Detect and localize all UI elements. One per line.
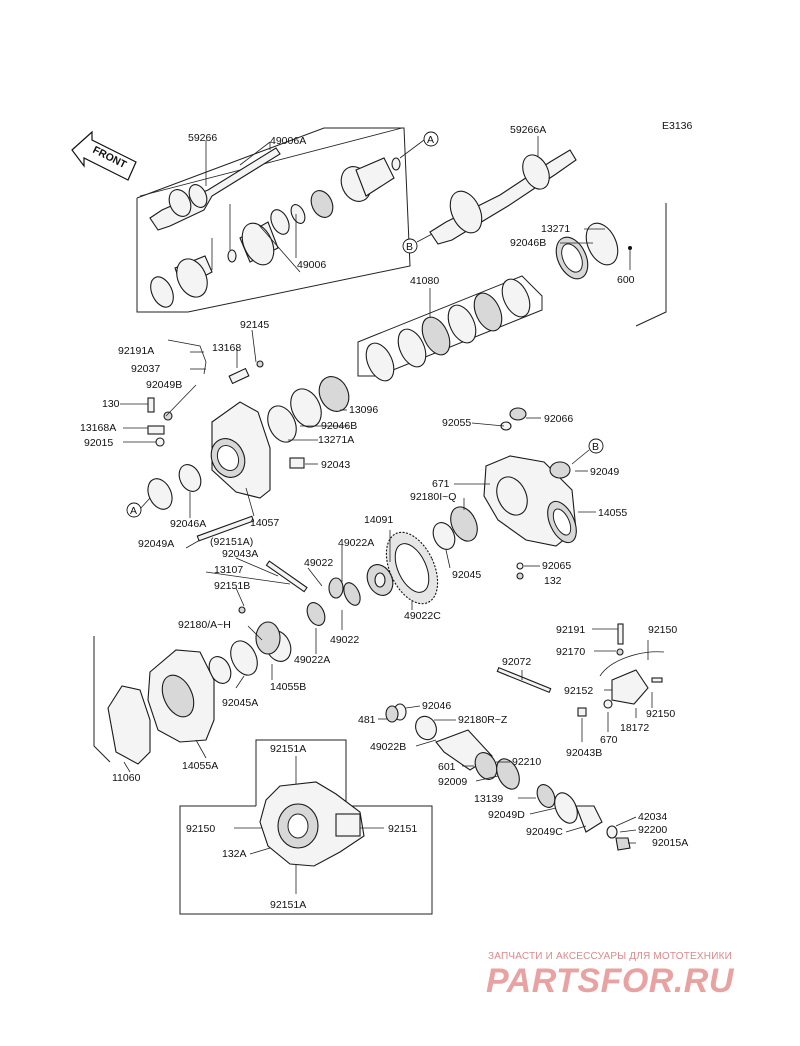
label-92049C: 92049C: [526, 826, 563, 838]
label-92046B-top: 92046B: [510, 237, 546, 249]
label-14091: 14091: [364, 514, 393, 526]
label-59266: 59266: [188, 132, 217, 144]
label-49022-top: 49022: [304, 557, 333, 569]
label-13139: 13139: [474, 793, 503, 805]
watermark-caption: ЗАПЧАСТИ И АКСЕССУАРЫ ДЛЯ МОТОТЕХНИКИ: [488, 951, 733, 962]
label-92046A: 92046A: [170, 518, 206, 530]
label-92015A: 92015A: [652, 837, 688, 849]
assembled-differential-unit: [259, 781, 365, 867]
boot-kit-49006: [150, 157, 401, 308]
label-92049D: 92049D: [488, 809, 525, 821]
callout-b-top: B: [406, 241, 413, 253]
callout-b-right: B: [592, 441, 599, 453]
label-92180I-Q: 92180I~Q: [410, 491, 456, 503]
label-92049A: 92049A: [138, 538, 174, 550]
label-92045: 92045: [452, 569, 481, 581]
label-92066: 92066: [544, 413, 573, 425]
label-92055: 92055: [442, 417, 471, 429]
label-92150-top: 92150: [648, 624, 677, 636]
label-132: 132: [544, 575, 562, 587]
callout-a-top: A: [427, 134, 434, 146]
label-42034: 42034: [638, 811, 667, 823]
label-92150-bot: 92150: [646, 708, 675, 720]
watermark-logo: PARTSFOR.RU: [486, 962, 734, 1000]
label-13271: 13271: [541, 223, 570, 235]
seal-13271: [555, 222, 619, 280]
housing-14057: [210, 401, 271, 499]
label-92150-inset: 92150: [186, 823, 215, 835]
callout-a-left: A: [130, 505, 137, 517]
label-92072: 92072: [502, 656, 531, 668]
label-49022B: 49022B: [370, 741, 406, 753]
label-13168A: 13168A: [80, 422, 116, 434]
label-13096: 13096: [349, 404, 378, 416]
label-92180R-Z: 92180R~Z: [458, 714, 508, 726]
label-14055: 14055: [598, 507, 627, 519]
label-92151A-paren: (92151A): [210, 536, 253, 548]
label-92045A: 92045A: [222, 697, 258, 709]
label-92049: 92049: [590, 466, 619, 478]
label-49006A: 49006A: [270, 135, 306, 147]
label-49022-mid: 49022: [330, 634, 359, 646]
label-49006: 49006: [297, 259, 326, 271]
label-14057: 14057: [250, 517, 279, 529]
clutch-plates-41080: [365, 278, 531, 382]
label-92043B: 92043B: [566, 747, 602, 759]
label-601: 601: [438, 761, 456, 773]
label-13107: 13107: [214, 564, 243, 576]
label-92015: 92015: [84, 437, 113, 449]
label-92191: 92191: [556, 624, 585, 636]
label-92180A-H: 92180/A~H: [178, 619, 231, 631]
housing-14055: [483, 455, 577, 547]
label-600: 600: [617, 274, 635, 286]
label-130: 130: [102, 398, 120, 410]
label-92065: 92065: [542, 560, 571, 572]
label-671: 671: [432, 478, 450, 490]
hub-13096: [267, 376, 350, 443]
label-14055A: 14055A: [182, 760, 218, 772]
label-59266A: 59266A: [510, 124, 546, 136]
label-49022A-mid: 49022A: [294, 654, 330, 666]
label-41080: 41080: [410, 275, 439, 287]
label-92037: 92037: [131, 363, 160, 375]
label-92191A: 92191A: [118, 345, 154, 357]
label-92046-lower: 92046: [422, 700, 451, 712]
gasket-11060: [107, 685, 151, 765]
diagram-code: E3136: [662, 120, 693, 132]
left-axle-assembly-box: [136, 127, 411, 313]
label-92151A-inset-bot: 92151A: [270, 899, 306, 911]
label-92210: 92210: [512, 756, 541, 768]
label-92151A-inset-top: 92151A: [270, 743, 306, 755]
label-670: 670: [600, 734, 618, 746]
label-92151B: 92151B: [214, 580, 250, 592]
label-92170: 92170: [556, 646, 585, 658]
cover-14055A: [147, 649, 215, 743]
label-92145: 92145: [240, 319, 269, 331]
label-14055B: 14055B: [270, 681, 306, 693]
label-92046B-mid: 92046B: [321, 420, 357, 432]
label-92152: 92152: [564, 685, 593, 697]
sensor-13168: [167, 339, 264, 385]
label-92043A: 92043A: [222, 548, 258, 560]
label-49022A-top: 49022A: [338, 537, 374, 549]
label-92200: 92200: [638, 824, 667, 836]
ring-gear-49022C: [385, 531, 439, 605]
axle-shaft-59266: [149, 147, 281, 231]
label-11060: 11060: [112, 772, 141, 784]
label-481: 481: [358, 714, 376, 726]
front-arrow-icon: FRONT: [71, 130, 137, 181]
axle-shaft-59266A: [429, 149, 577, 245]
label-13168: 13168: [212, 342, 241, 354]
label-92043: 92043: [321, 459, 350, 471]
label-92151-inset: 92151: [388, 823, 417, 835]
label-13271A: 13271A: [318, 434, 354, 446]
label-49022C: 49022C: [404, 610, 441, 622]
label-92009: 92009: [438, 776, 467, 788]
label-132A: 132A: [222, 848, 247, 860]
label-18172: 18172: [620, 722, 649, 734]
label-92049B: 92049B: [146, 379, 182, 391]
